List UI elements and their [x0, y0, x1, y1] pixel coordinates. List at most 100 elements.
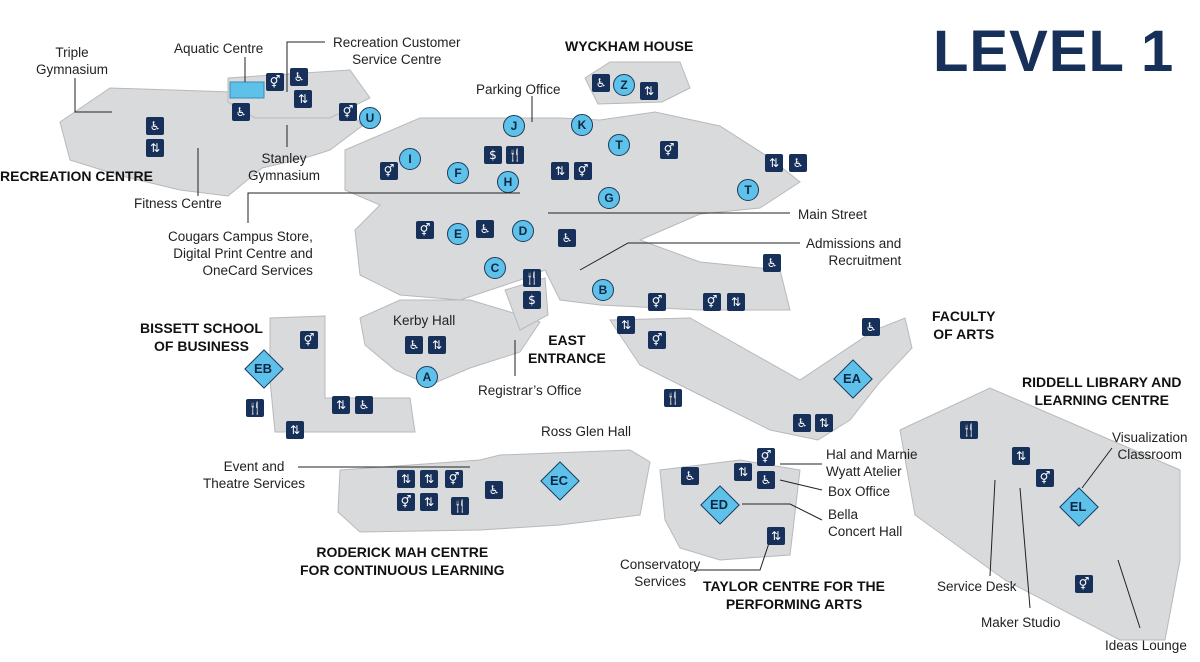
- marker-a[interactable]: A: [416, 366, 438, 388]
- atm-icon: $: [484, 146, 502, 164]
- zone-ea-label: EA: [842, 371, 862, 386]
- marker-k[interactable]: K: [571, 114, 593, 136]
- elevator-icon: ⇅: [332, 396, 350, 414]
- food-icon: 🍴: [246, 399, 264, 417]
- elevator-icon: ⇅: [294, 90, 312, 108]
- washroom-icon: ⚥: [574, 162, 592, 180]
- marker-b[interactable]: B: [592, 279, 614, 301]
- food-icon: 🍴: [523, 269, 541, 287]
- accessible-icon: ♿: [485, 481, 503, 499]
- leader-maker: [1019, 487, 1031, 609]
- marker-e[interactable]: E: [447, 223, 469, 245]
- accessible-icon: ♿: [232, 103, 250, 121]
- accessible-icon: ♿: [681, 467, 699, 485]
- wyckham-house-shape: [584, 61, 691, 105]
- service-desk-label: Service Desk: [937, 579, 1017, 594]
- wyckham-house-label: WYCKHAM HOUSE: [565, 38, 694, 54]
- marker-g[interactable]: G: [598, 187, 620, 209]
- washroom-icon: ⚥: [648, 293, 666, 311]
- pool-area: [229, 81, 265, 99]
- washroom-icon: ⚥: [339, 103, 357, 121]
- elevator-icon: ⇅: [767, 527, 785, 545]
- fitness-label: Fitness Centre: [134, 196, 222, 211]
- zone-eb-label: EB: [253, 361, 273, 376]
- zone-ec-label: EC: [549, 473, 569, 488]
- main-street-label: Main Street: [798, 207, 868, 222]
- box-office-label: Box Office: [828, 484, 891, 499]
- washroom-icon: ⚥: [416, 221, 434, 239]
- washroom-icon: ⚥: [1036, 469, 1054, 487]
- leader-conservatory: [690, 539, 771, 571]
- kerby-label: Kerby Hall: [393, 313, 456, 328]
- leader-box-office: [779, 479, 823, 491]
- marker-t-east[interactable]: T: [737, 179, 759, 201]
- leader-rec-customer: [286, 41, 325, 92]
- level-title: LEVEL 1: [933, 19, 1175, 84]
- marker-j[interactable]: J: [503, 115, 525, 137]
- cougars-label: Cougars Campus Store,Digital Print Centr…: [168, 229, 313, 278]
- marker-d[interactable]: D: [512, 220, 534, 242]
- washroom-icon: ⚥: [703, 293, 721, 311]
- elevator-icon: ⇅: [640, 82, 658, 100]
- marker-z[interactable]: Z: [613, 74, 635, 96]
- accessible-icon: ♿: [405, 336, 423, 354]
- leader-triple-gym: [74, 78, 112, 113]
- aquatic-label: Aquatic Centre: [174, 41, 264, 56]
- elevator-icon: ⇅: [815, 414, 833, 432]
- marker-u[interactable]: U: [359, 107, 381, 129]
- leader-service-desk: [989, 479, 996, 577]
- elevator-icon: ⇅: [428, 336, 446, 354]
- elevator-icon: ⇅: [727, 293, 745, 311]
- kerby-hall-shape: [359, 299, 541, 386]
- elevator-icon: ⇅: [551, 162, 569, 180]
- accessible-icon: ♿: [476, 220, 494, 238]
- accessible-icon: ♿: [757, 471, 775, 489]
- washroom-icon: ⚥: [660, 141, 678, 159]
- marker-h[interactable]: H: [497, 171, 519, 193]
- recreation-centre-label: RECREATION CENTRE: [0, 168, 153, 184]
- leader-bella: [742, 503, 823, 521]
- zone-el-label: EL: [1069, 499, 1087, 514]
- elevator-icon: ⇅: [734, 463, 752, 481]
- marker-f[interactable]: F: [447, 162, 469, 184]
- marker-c[interactable]: C: [484, 257, 506, 279]
- elevator-icon: ⇅: [765, 154, 783, 172]
- food-icon: 🍴: [506, 146, 524, 164]
- washroom-icon: ⚥: [445, 470, 463, 488]
- washroom-icon: ⚥: [300, 331, 318, 349]
- washroom-icon: ⚥: [757, 448, 775, 466]
- accessible-icon: ♿: [793, 414, 811, 432]
- accessible-icon: ♿: [862, 318, 880, 336]
- maker-studio-label: Maker Studio: [981, 615, 1061, 630]
- washroom-icon: ⚥: [397, 493, 415, 511]
- atm-icon: $: [523, 291, 541, 309]
- riddell-shape: [899, 387, 1181, 641]
- food-icon: 🍴: [960, 421, 978, 439]
- parking-label: Parking Office: [476, 82, 561, 97]
- washroom-icon: ⚥: [266, 73, 284, 91]
- ideas-lounge-label: Ideas Lounge: [1105, 638, 1187, 653]
- food-icon: 🍴: [451, 497, 469, 515]
- accessible-icon: ♿: [290, 68, 308, 86]
- ross-glen-label: Ross Glen Hall: [541, 424, 632, 439]
- leader-cougars: [247, 192, 520, 223]
- marker-t-north[interactable]: T: [608, 134, 630, 156]
- registrar-label: Registrar’s Office: [478, 383, 582, 398]
- faculty-of-arts-shape: [609, 317, 913, 441]
- marker-i[interactable]: I: [399, 148, 421, 170]
- washroom-icon: ⚥: [1075, 575, 1093, 593]
- accessible-icon: ♿: [558, 229, 576, 247]
